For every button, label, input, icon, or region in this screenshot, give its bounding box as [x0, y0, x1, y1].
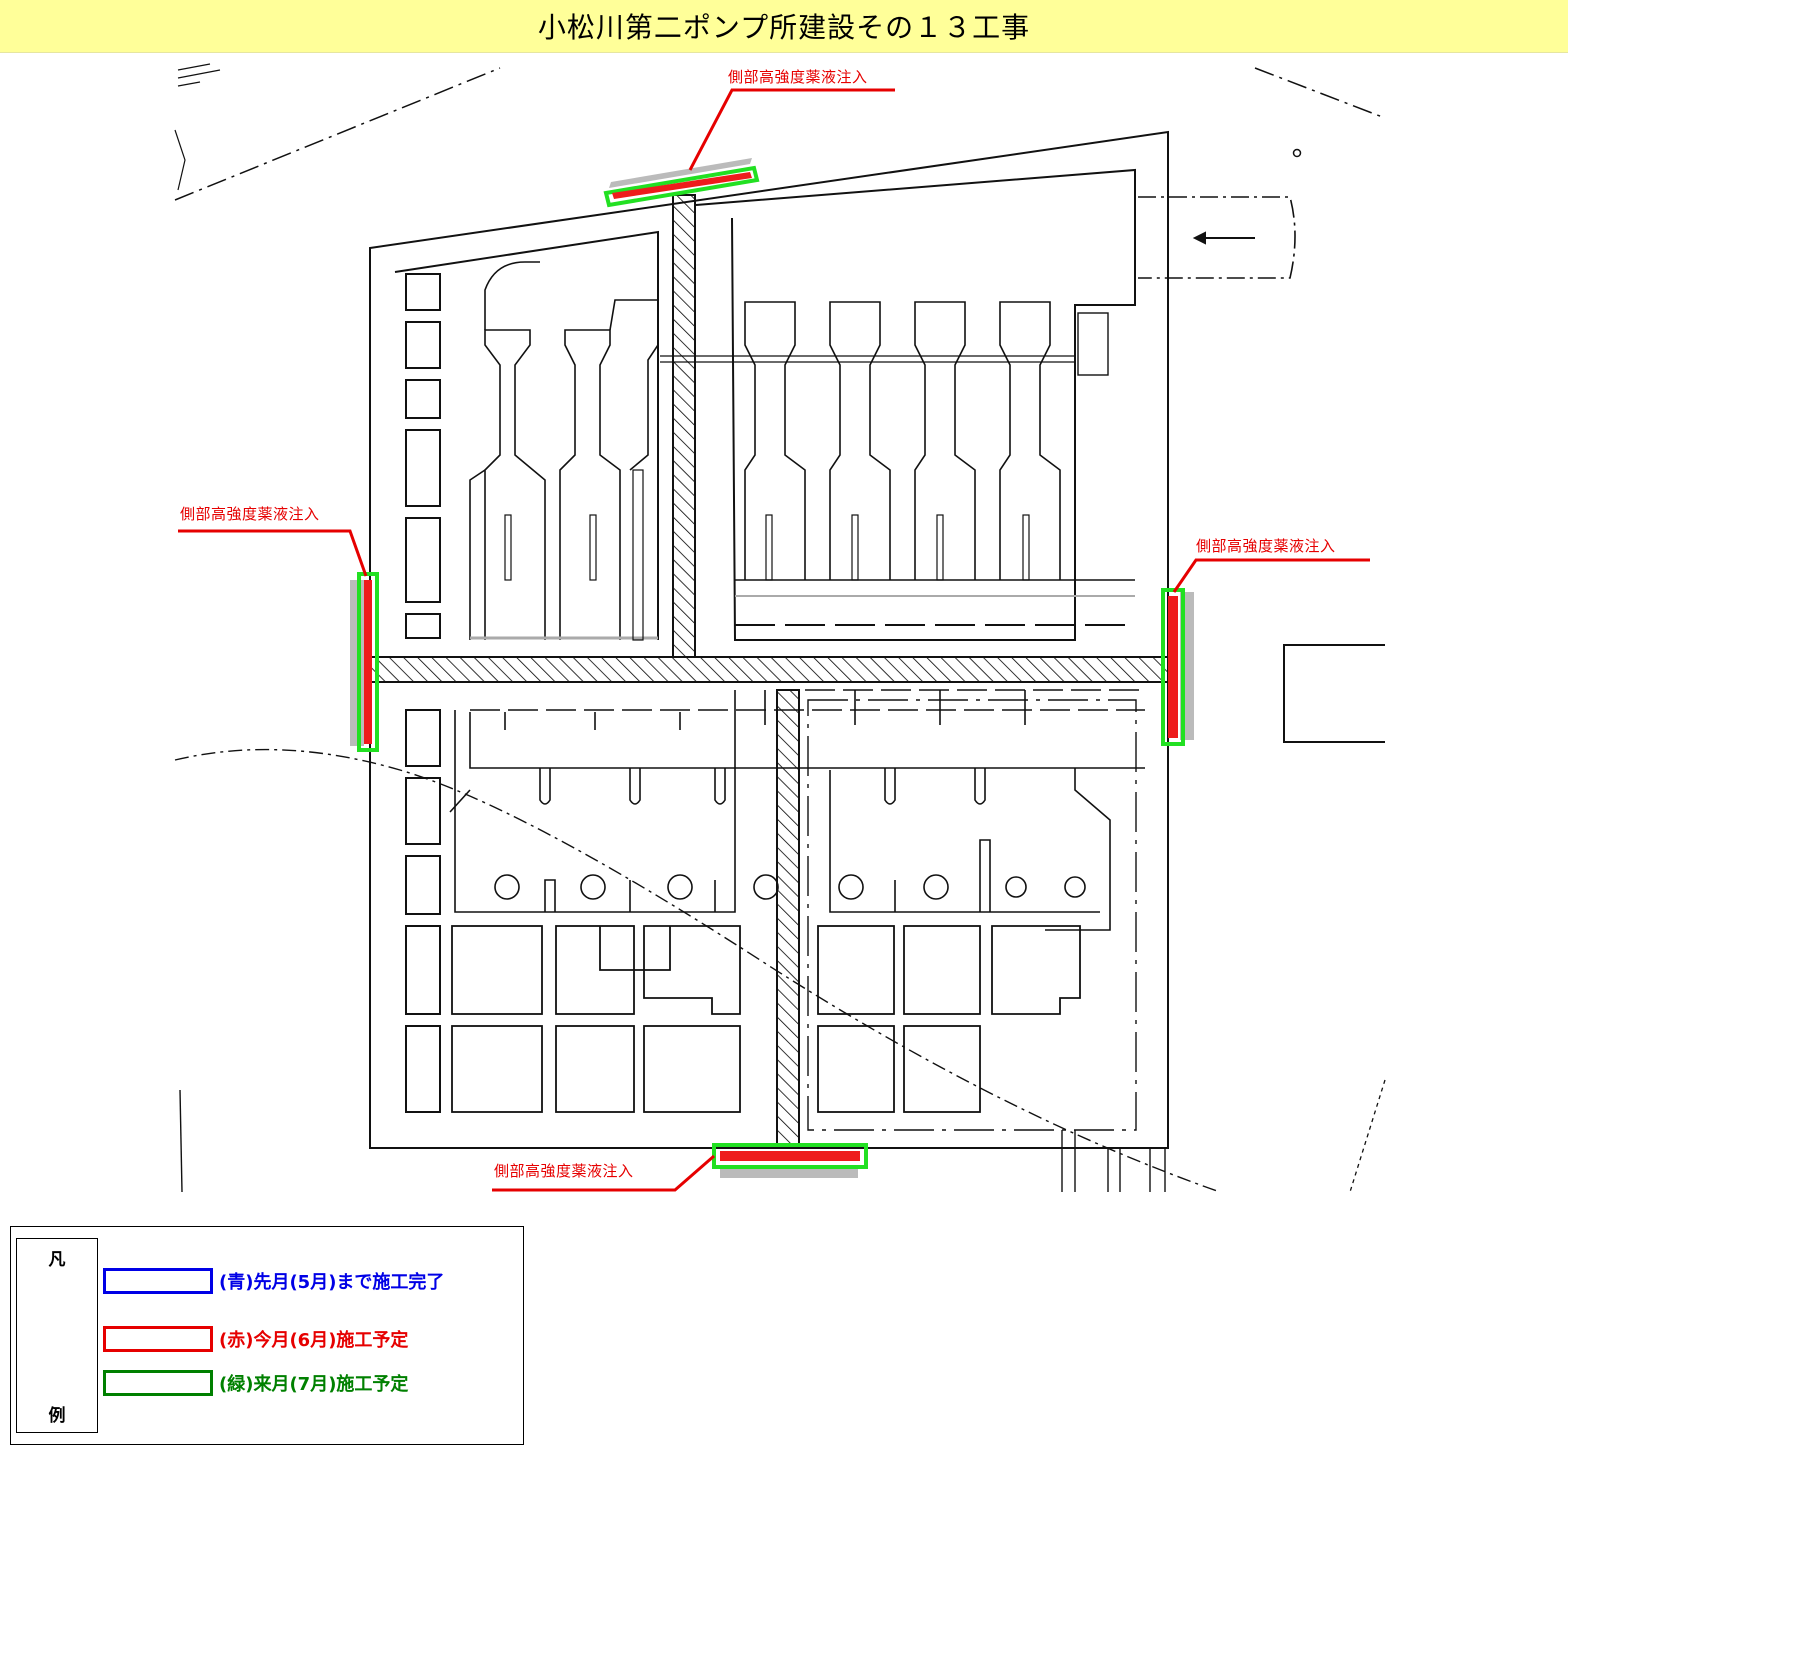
curve-boundary — [174, 748, 1221, 1193]
legend-swatch-red — [103, 1326, 213, 1352]
inlet-pipe — [1138, 196, 1296, 279]
legend: 凡 例 (青)先月(5月)まで施工完了 (赤)今月(6月)施工予定 (緑)来月(… — [10, 1226, 524, 1445]
legend-item-completed: (青)先月(5月)まで施工完了 — [103, 1265, 444, 1297]
wall-horizontal — [369, 656, 1169, 683]
building-outline — [369, 130, 1169, 1149]
leader-bottom — [492, 1154, 715, 1192]
legend-item-this-month: (赤)今月(6月)施工予定 — [103, 1323, 408, 1355]
page-title: 小松川第二ポンプ所建設その１３工事 — [537, 11, 1031, 44]
lower-rooms — [451, 699, 1137, 1131]
grout-marker-top — [603, 158, 760, 208]
right-annex — [1283, 644, 1385, 743]
legend-label-this-month: (赤)今月(6月)施工予定 — [219, 1330, 409, 1351]
grout-marker-right — [1161, 588, 1194, 746]
legend-swatch-blue — [103, 1268, 213, 1294]
callout-label-left: 側部高強度薬液注入 — [180, 505, 320, 523]
callout-label-right: 側部高強度薬液注入 — [1196, 537, 1336, 555]
legend-label-completed: (青)先月(5月)まで施工完了 — [219, 1272, 445, 1293]
site-line-topright — [1254, 67, 1386, 119]
site-line-topleft — [174, 67, 501, 201]
site-edge-right — [1349, 1079, 1386, 1193]
grout-marker-left — [350, 572, 379, 752]
legend-item-next-month: (緑)来月(7月)施工予定 — [103, 1367, 408, 1399]
leader-left — [178, 529, 368, 577]
title-bar: 小松川第二ポンプ所建設その１３工事 — [0, 0, 1568, 53]
legend-label-next-month: (緑)来月(7月)施工予定 — [219, 1374, 409, 1395]
legend-header-top: 凡 — [48, 1250, 66, 1270]
pump-station-plan-drawing — [174, 63, 1386, 1193]
leader-right — [1172, 558, 1370, 593]
callout-label-top: 側部高強度薬液注入 — [728, 68, 868, 86]
legend-swatch-green — [103, 1370, 213, 1396]
leader-top — [688, 88, 895, 171]
site-edge-left — [174, 129, 186, 191]
grout-marker-bottom — [712, 1143, 868, 1178]
legend-header: 凡 例 — [16, 1238, 98, 1433]
pump-bays-right — [660, 301, 1135, 626]
site-hatch-topleft — [177, 63, 221, 87]
wall-vertical-bottom — [776, 689, 800, 1149]
wall-vertical-top — [672, 194, 696, 658]
callout-label-bottom: 側部高強度薬液注入 — [494, 1162, 634, 1180]
legend-header-bottom: 例 — [48, 1406, 66, 1426]
pump-bays-left — [469, 261, 659, 641]
lower-channels — [449, 689, 1145, 931]
